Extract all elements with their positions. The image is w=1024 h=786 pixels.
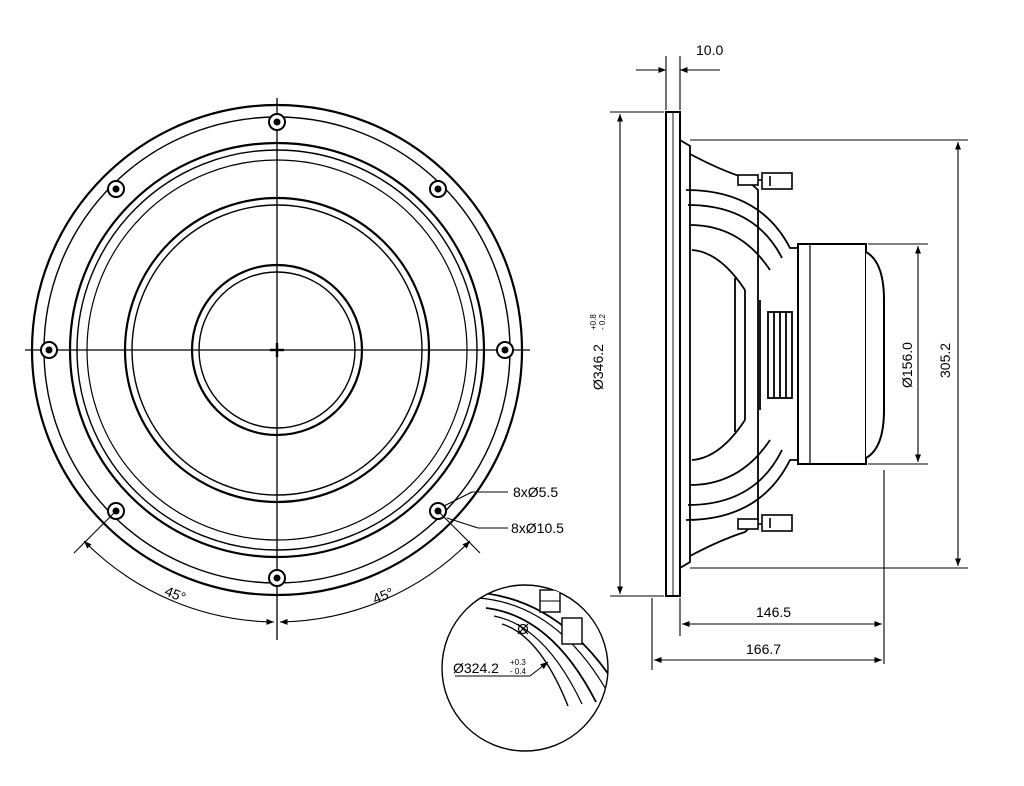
detail-leader [455,661,549,677]
angle-right-label: 45° [370,584,396,607]
cutout-tol-minus: - 0.4 [510,667,527,676]
terminal-top [737,172,793,190]
depth-dim: 146.5 [756,604,791,620]
cutout-tol-plus: +0.3 [510,658,526,667]
screw-hole [268,113,286,131]
terminal-bottom [737,514,793,532]
screw-hole [496,341,514,359]
side-dimension-lines [610,56,968,670]
flange-thickness-dim: 10.0 [696,42,723,58]
total-depth-dim: 166.7 [746,641,781,657]
magnet [797,243,885,465]
outer-diameter-tol-plus: +0.8 [589,314,598,330]
screw-hole [268,569,286,587]
height-dim: 305.2 [937,343,953,378]
detail-hole-marker [517,623,529,635]
side-view: 10.0 Ø346.2 +0.8 - 0.2 Ø156.0 305.2 146.… [589,42,968,670]
outer-diameter-value: Ø346.2 [590,344,606,390]
angle-left-label: 45° [163,583,189,606]
outer-diameter-tol-minus: - 0.2 [598,313,607,330]
mounting-diameter-dim: Ø156.0 [899,342,915,388]
screw-hole-callout: 8xØ5.5 [513,484,558,500]
screw-hole [107,180,125,198]
basket [679,139,798,569]
cutout-diameter-dim: Ø324.2 [453,660,499,676]
detail-view: Ø324.2 +0.3 - 0.4 [441,584,609,752]
outer-diameter-dim: Ø346.2 +0.8 - 0.2 [589,313,607,390]
washer-hole-callout: 8xØ10.5 [511,520,564,536]
angle-dimension [73,510,481,625]
hole-leaders [443,491,508,529]
front-view: 45° 45° 8xØ5.5 8xØ10.5 [25,98,564,640]
screw-hole [40,341,58,359]
screw-hole [429,180,447,198]
center-crosshair [25,98,530,640]
